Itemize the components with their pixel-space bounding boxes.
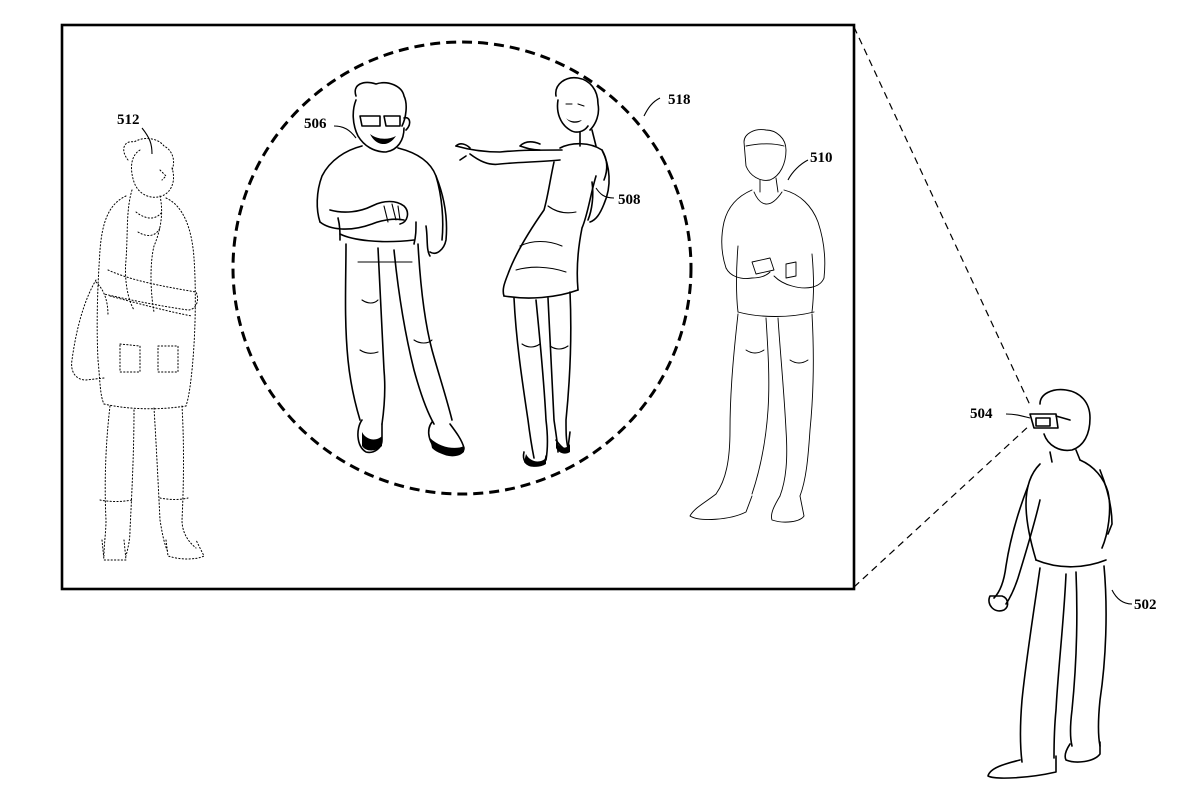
display-frame — [60, 23, 856, 591]
label-508: 508 — [618, 192, 641, 208]
label-506: 506 — [304, 116, 327, 132]
label-512: 512 — [117, 112, 140, 128]
focus-region-circle — [231, 40, 693, 496]
label-518: 518 — [668, 92, 691, 108]
person-508-figure — [455, 76, 610, 467]
user-502-figure — [987, 388, 1113, 779]
label-504: 504 — [970, 406, 993, 422]
field-of-view-lines — [853, 26, 1031, 588]
label-510: 510 — [810, 150, 833, 166]
person-506-figure — [316, 81, 465, 457]
person-510-figure — [689, 129, 826, 523]
person-512-figure — [71, 138, 205, 561]
label-502: 502 — [1134, 597, 1157, 613]
leader-lines — [141, 97, 1133, 605]
